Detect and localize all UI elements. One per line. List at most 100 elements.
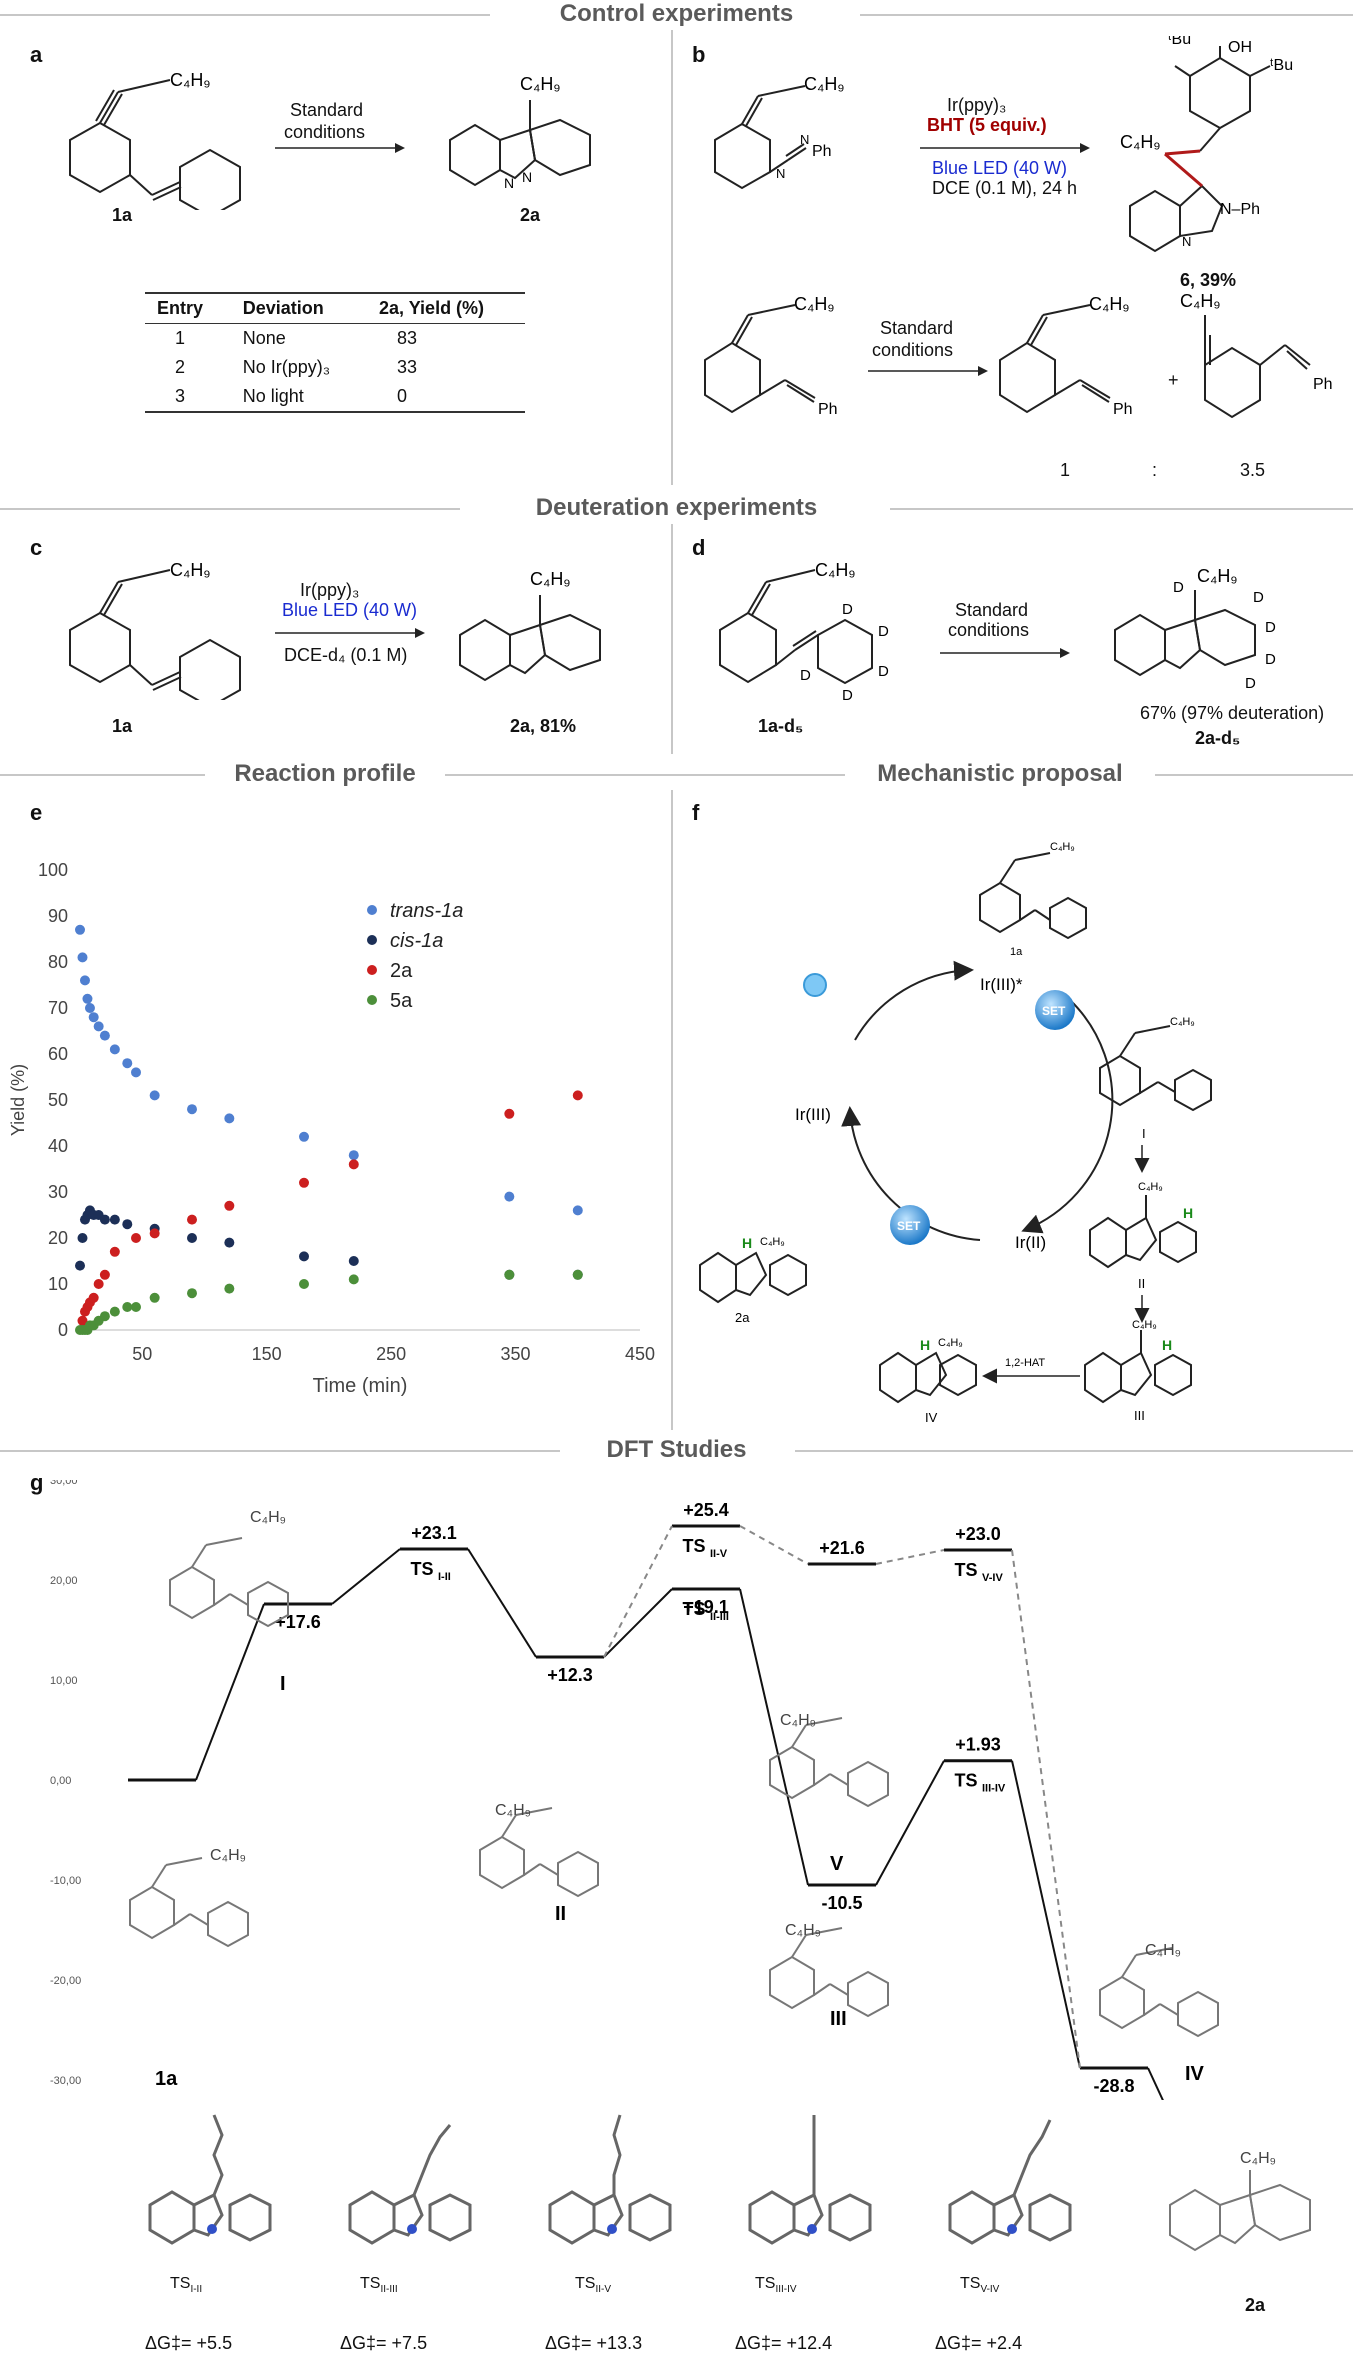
section-title: DFT Studies	[606, 1436, 747, 1463]
svg-text:C₄H₉: C₄H₉	[815, 560, 855, 580]
condition-text: Standard	[955, 600, 1029, 620]
ts-label: TSIII-IV	[755, 2275, 797, 2296]
ts-label: TSII-V	[575, 2275, 612, 2296]
control-table: Entry Deviation 2a, Yield (%) 1 None 83 …	[145, 292, 525, 413]
molecule-enyne: C₄H₉ Ph	[704, 294, 838, 418]
energy-value: -10.5	[821, 1893, 862, 1913]
svg-text:N: N	[522, 169, 532, 185]
svg-text:1,2-HAT: 1,2-HAT	[1005, 1357, 1045, 1369]
data-point-trans-1a	[88, 1012, 99, 1023]
energy-value: +17.6	[275, 1612, 321, 1632]
data-point-trans-1a	[122, 1058, 133, 1069]
svg-text:Ph: Ph	[812, 143, 832, 160]
svg-text:D: D	[878, 663, 889, 680]
arrow-label: conditions	[284, 122, 366, 142]
ts-label: TS	[954, 1771, 977, 1791]
table-cell: 3	[175, 386, 186, 406]
svg-text:H: H	[1162, 1337, 1172, 1353]
label-2a: 2a, 81%	[510, 716, 577, 736]
svg-text:H: H	[920, 1337, 930, 1353]
molecule-1a-sketch	[129, 1857, 249, 1948]
x-axis-title: Time (min)	[313, 1375, 408, 1397]
condition-text: Blue LED (40 W)	[282, 600, 418, 620]
table-cell: 2	[175, 357, 186, 377]
svg-text:D: D	[1265, 651, 1276, 668]
svg-text:Ir(III): Ir(III)	[795, 1105, 831, 1124]
legend-label: trans-1a	[390, 900, 463, 922]
panel-label-a: a	[30, 42, 43, 67]
svg-text:C₄H₉: C₄H₉	[1089, 294, 1129, 314]
molecule-6: ᵗBu OH ᵗBu C₄H₉ N–Ph N	[1120, 36, 1293, 253]
table-header-row: Entry Deviation 2a, Yield (%)	[145, 293, 525, 324]
panel-label-e: e	[30, 800, 43, 825]
svg-text:H: H	[1183, 1205, 1193, 1221]
svg-text:C₄H₉: C₄H₉	[1240, 2150, 1276, 2167]
data-point-trans-1a	[82, 993, 93, 1004]
svg-text:Ir(III)*: Ir(III)*	[980, 975, 1023, 994]
ts-barrier: ΔG‡= +12.4	[735, 2333, 833, 2353]
data-point-cis-1a	[122, 1219, 133, 1230]
data-point-2a	[99, 1269, 110, 1280]
molecule-1a: C₄H₉	[69, 70, 241, 210]
svg-text:C₄H₉: C₄H₉	[170, 560, 210, 580]
ts-label: TSII-III	[360, 2275, 398, 2296]
ts-label: TSI-II	[170, 2275, 203, 2296]
data-point-trans-1a	[84, 1003, 95, 1013]
c4h9-label: C₄H₉	[1145, 1942, 1181, 1959]
intermediate-label-1a: 1a	[155, 2068, 178, 2090]
intermediate-label-II: II	[555, 1903, 566, 1925]
data-point-trans-1a	[187, 1104, 197, 1115]
ts-barrier: ΔG‡= +2.4	[935, 2333, 1023, 2353]
data-point-trans-1a	[109, 1044, 120, 1055]
data-point-trans-1a	[79, 975, 90, 986]
profile-connector	[467, 1548, 537, 1658]
y-tick-label: 10	[48, 1274, 68, 1294]
label-6: 6, 39%	[1180, 270, 1237, 290]
legend-marker	[367, 995, 377, 1005]
c4h9-label: C₄H₉	[210, 1847, 246, 1864]
data-point-2a	[572, 1090, 583, 1101]
y-tick-label: 20,00	[50, 1575, 78, 1587]
svg-text:III: III	[1134, 1408, 1145, 1423]
plus-sign: +	[1168, 370, 1179, 390]
ts-label: TS	[954, 1560, 977, 1580]
data-point-2a	[109, 1246, 120, 1257]
profile-connector	[331, 1548, 401, 1605]
y-tick-label: 0	[58, 1320, 68, 1340]
table-header: 2a, Yield (%)	[379, 298, 485, 318]
arrow-label: conditions	[872, 340, 954, 360]
data-point-2a	[504, 1108, 515, 1119]
molecule-2a: C₄H₉ N N	[449, 74, 591, 191]
panel-label-c: c	[30, 535, 43, 560]
profile-connector	[1147, 2067, 1164, 2100]
data-point-cis-1a	[187, 1233, 197, 1243]
label-1a-d5: 1a-d₅	[758, 716, 804, 736]
svg-text:C₄H₉: C₄H₉	[1132, 1319, 1157, 1331]
svg-text:ᵗBu: ᵗBu	[1270, 57, 1293, 74]
section-title-mechanism: Mechanistic proposal	[877, 760, 1123, 787]
ts-label-sub: III-IV	[982, 1783, 1006, 1795]
energy-value: +19.1	[683, 1597, 729, 1617]
yield-text: 67% (97% deuteration)	[1140, 703, 1325, 723]
y-tick-label: 80	[48, 952, 68, 972]
label-1a: 1a	[112, 205, 133, 225]
ratio-right: 3.5	[1240, 460, 1266, 480]
ratio-left: 1	[1060, 460, 1071, 480]
svg-text:D: D	[800, 667, 811, 684]
intermediate-label-V: V	[830, 1853, 844, 1875]
y-tick-label: 50	[48, 1090, 68, 1110]
molecule-1a-c: C₄H₉	[69, 560, 241, 700]
data-point-cis-1a	[99, 1214, 110, 1225]
data-point-5a	[149, 1292, 160, 1303]
reaction-arrow	[940, 648, 1070, 658]
profile-connector-dashed	[739, 1525, 809, 1565]
profile-connector	[1011, 1760, 1081, 2069]
molecule-1a-d5: C₄H₉ D D D D D	[719, 560, 889, 704]
svg-text:D: D	[842, 601, 853, 618]
svg-text:C₄H₉: C₄H₉	[530, 569, 570, 589]
data-point-5a	[504, 1269, 515, 1280]
data-point-2a	[299, 1177, 309, 1188]
svg-text:Ph: Ph	[818, 401, 838, 418]
y-tick-label: -30,00	[50, 2075, 81, 2087]
table-cell: 83	[397, 328, 418, 348]
